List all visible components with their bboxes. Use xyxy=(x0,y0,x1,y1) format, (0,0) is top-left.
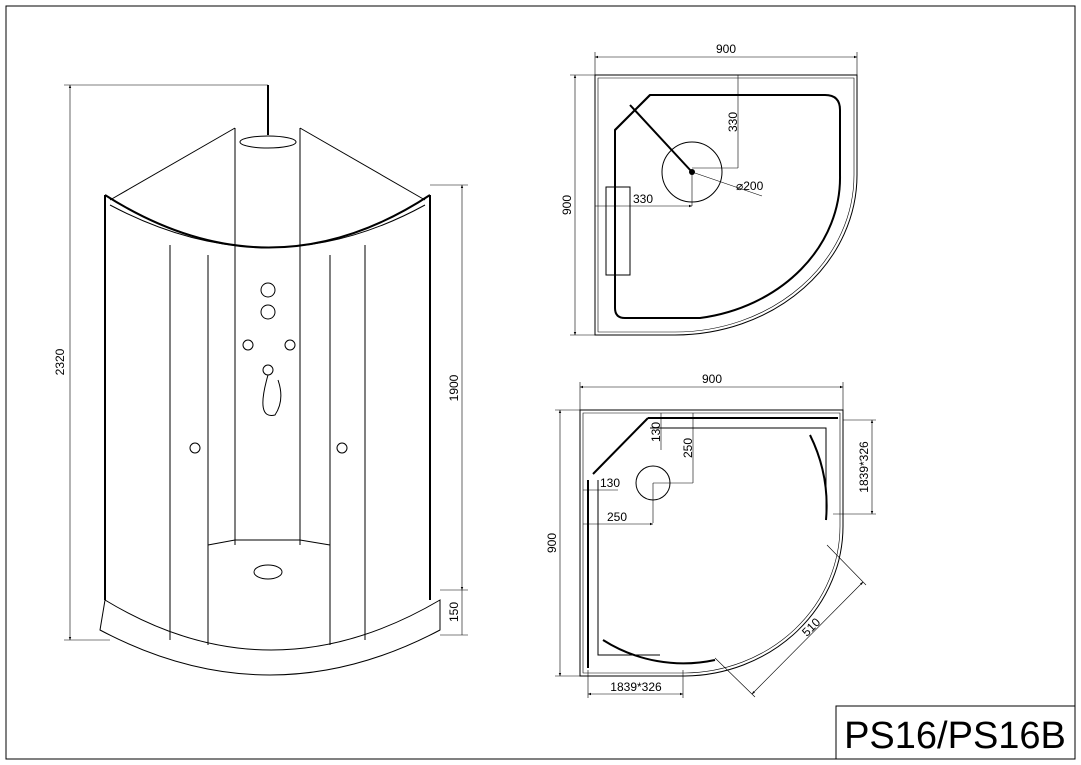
plan-view-bottom: 900 900 250 250 130 130 1839*326 1839*32… xyxy=(545,372,876,698)
dim-total-height: 2320 xyxy=(53,348,67,375)
title-block: PS16/PS16B xyxy=(835,705,1076,760)
dim-shower-offset-x: 330 xyxy=(633,192,653,206)
dim-panel-height: 1900 xyxy=(447,374,461,401)
drawing-border xyxy=(5,5,1076,760)
dim-top-width: 900 xyxy=(716,42,736,56)
elevation-view: 2320 1900 150 xyxy=(53,84,468,676)
dim-corner-offset-y: 130 xyxy=(649,422,663,442)
dim-shower-offset-y: 330 xyxy=(726,112,740,132)
dim-top-depth: 900 xyxy=(560,195,574,215)
dim-bottom-depth: 900 xyxy=(545,533,559,553)
plan-view-top: 900 900 330 330 ⌀200 xyxy=(560,42,858,336)
dim-drain-offset-y: 250 xyxy=(681,438,695,458)
dim-drain-offset-x: 250 xyxy=(607,510,627,524)
model-title: PS16/PS16B xyxy=(844,715,1066,757)
dim-shower-head-diameter: ⌀200 xyxy=(736,179,764,193)
dim-corner-offset-x: 130 xyxy=(600,476,620,490)
dim-side-panel-bottom: 1839*326 xyxy=(610,680,662,694)
dim-side-panel-right: 1839*326 xyxy=(857,441,871,493)
dim-tray-height: 150 xyxy=(447,602,461,622)
dim-door-opening: 510 xyxy=(799,615,823,639)
dim-bottom-width: 900 xyxy=(702,372,722,386)
